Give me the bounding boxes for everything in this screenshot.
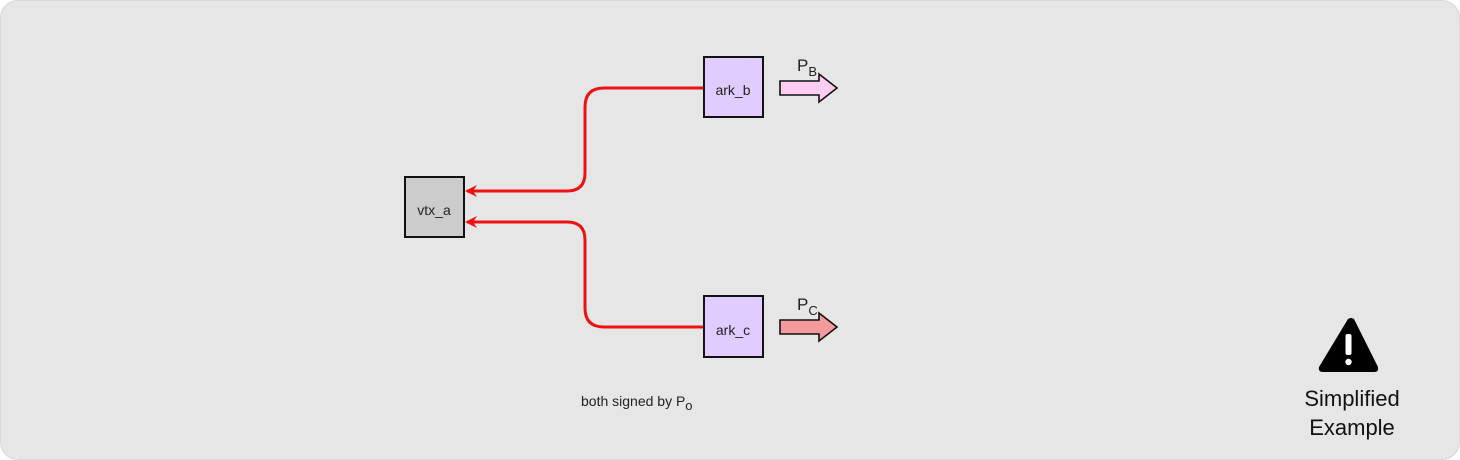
node-vtx-a[interactable]: vtx_a bbox=[404, 176, 465, 238]
warning-text-line1: Simplified bbox=[1304, 386, 1399, 411]
warning-text-line2: Example bbox=[1309, 415, 1395, 440]
edge-ark-c-to-vtx-a bbox=[465, 216, 704, 329]
node-ark-b-box bbox=[703, 56, 764, 118]
node-ark-c-box bbox=[703, 295, 764, 358]
node-ark-c[interactable]: ark_c bbox=[703, 295, 764, 358]
output-arrow-pb: PB bbox=[779, 56, 839, 104]
node-ark-b-label: ark_b bbox=[715, 82, 750, 98]
arrow-pc-label: PC bbox=[797, 295, 818, 318]
warning-icon bbox=[1318, 318, 1379, 372]
output-arrow-pc: PC bbox=[779, 295, 839, 343]
footnote-text: both signed by Po bbox=[581, 393, 693, 413]
edge-ark-b-to-vtx-a bbox=[465, 86, 704, 197]
node-vtx-a-box bbox=[404, 176, 465, 238]
arrow-pb-shape bbox=[779, 72, 839, 104]
node-ark-b[interactable]: ark_b bbox=[703, 56, 764, 118]
arrow-pb-label: PB bbox=[797, 56, 817, 79]
arrow-pc-shape bbox=[779, 311, 839, 343]
node-ark-c-label: ark_c bbox=[716, 322, 750, 338]
node-vtx-a-label: vtx_a bbox=[417, 202, 451, 218]
